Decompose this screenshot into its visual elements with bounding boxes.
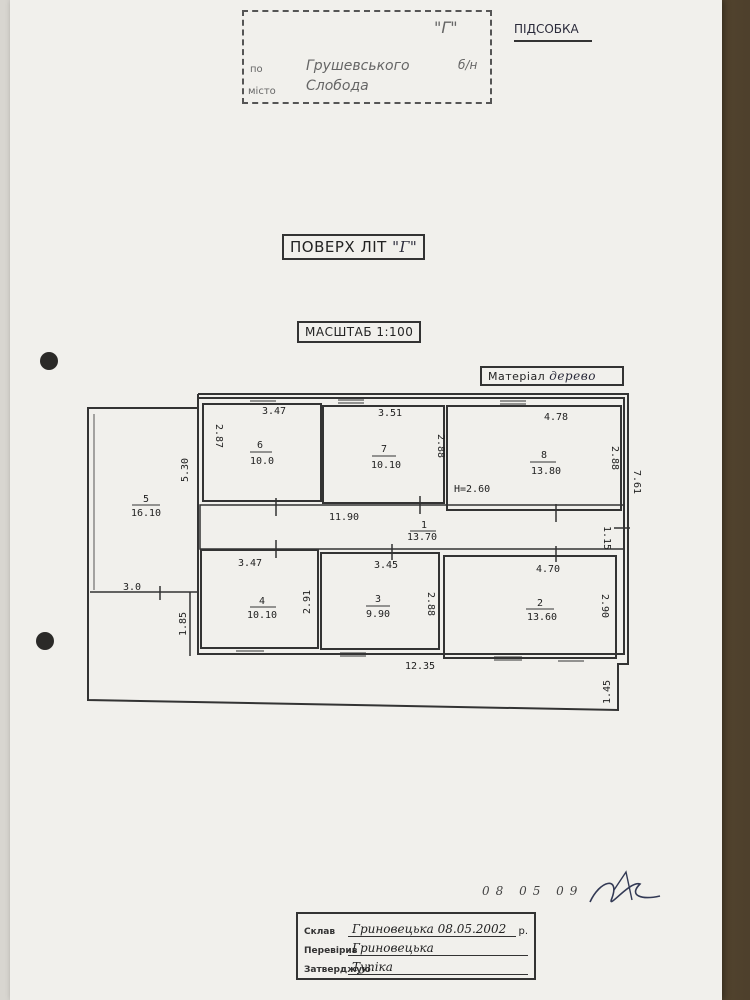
dim-corridor-length: 11.90 bbox=[329, 512, 359, 523]
punch-hole bbox=[40, 352, 58, 370]
dim-bot-mid: 3.45 bbox=[374, 560, 398, 571]
checked-label: Перевірив bbox=[304, 946, 358, 956]
ceiling-height: Н=2.60 bbox=[454, 484, 490, 495]
room-8-area: 13.80 bbox=[531, 466, 561, 477]
dim-bot-left: 3.47 bbox=[238, 558, 262, 569]
corridor-wall bbox=[199, 504, 625, 550]
dim-room7-height: 2.88 bbox=[435, 434, 446, 458]
room-4-number: 4 bbox=[259, 596, 265, 607]
material-stamp: Матеріал дерево bbox=[480, 366, 624, 386]
city-value: Слобода bbox=[306, 78, 369, 94]
room-1-number: 1 bbox=[421, 520, 427, 531]
approval-block: Склав Гриновецька 08.05.2002 р. Перевіри… bbox=[296, 912, 536, 980]
checked-value: Гриновецька bbox=[348, 941, 528, 956]
dim-bottom-total: 12.35 bbox=[405, 661, 435, 672]
room-3-number: 3 bbox=[375, 594, 381, 605]
room-2-wall bbox=[443, 555, 617, 659]
room-6-area: 10.0 bbox=[250, 456, 274, 467]
city-label: місто bbox=[248, 86, 276, 97]
scale-title: МАСШТАБ 1:100 bbox=[297, 321, 422, 343]
dim-bot-right: 4.70 bbox=[536, 564, 560, 575]
room-7-number: 7 bbox=[381, 444, 387, 455]
room-2-area: 13.60 bbox=[527, 612, 557, 623]
room-3-wall bbox=[320, 552, 440, 650]
room-4-area: 10.10 bbox=[247, 610, 277, 621]
room-5-area: 16.10 bbox=[131, 508, 161, 519]
compiled-label: Склав bbox=[304, 927, 336, 937]
room-7-area: 10.10 bbox=[371, 460, 401, 471]
document-page bbox=[10, 0, 722, 1000]
outer-wall bbox=[87, 393, 629, 712]
floor-letter: "Г" bbox=[392, 238, 418, 256]
dim-right-total: 7.61 bbox=[631, 470, 642, 494]
approved-value: Тупіка bbox=[348, 960, 528, 975]
address-stamp: "Г" по Грушевського б/н місто Слобода bbox=[242, 10, 492, 104]
room-4-wall bbox=[200, 549, 319, 649]
checked-row: Перевірив Гриновецька bbox=[304, 937, 528, 956]
dim-left-bottom: 1.85 bbox=[178, 612, 189, 636]
year-suffix: р. bbox=[518, 926, 528, 937]
room-7-wall bbox=[322, 405, 445, 504]
dim-left-top: 5.30 bbox=[180, 458, 191, 482]
floor-title-text: ПОВЕРХ ЛІТ bbox=[290, 238, 387, 256]
floor-title: ПОВЕРХ ЛІТ "Г" bbox=[282, 234, 426, 260]
dim-room5-door: 3.0 bbox=[123, 582, 141, 593]
signature-date: 08 05 09 bbox=[482, 884, 584, 898]
street-value: Грушевського bbox=[306, 58, 410, 74]
dim-corridor-width: 1.15 bbox=[601, 526, 612, 550]
room-labels: 6 10.0 7 10.10 8 13.80 1 13.70 4 10.10 3… bbox=[131, 440, 561, 623]
dim-top-mid: 3.51 bbox=[378, 408, 402, 419]
room-1-area: 13.70 bbox=[407, 532, 437, 543]
dim-room8-height: 2.88 bbox=[609, 446, 620, 470]
compiled-row: Склав Гриновецька 08.05.2002 р. bbox=[304, 918, 528, 937]
approved-row: Затверджую Тупіка bbox=[304, 956, 528, 975]
street-label: по bbox=[250, 64, 263, 75]
material-value: дерево bbox=[549, 369, 596, 383]
dim-room6-height: 2.87 bbox=[213, 424, 224, 448]
room-8-wall bbox=[446, 405, 622, 511]
dim-top-left: 3.47 bbox=[262, 406, 286, 417]
room-2-number: 2 bbox=[537, 598, 543, 609]
house-number: б/н bbox=[458, 58, 478, 72]
material-label: Матеріал bbox=[488, 370, 546, 383]
dim-top-right: 4.78 bbox=[544, 412, 568, 423]
room-6-number: 6 bbox=[257, 440, 263, 451]
dim-right-bottom: 1.45 bbox=[602, 680, 613, 704]
building-type: ПІДСОБКА bbox=[514, 22, 592, 42]
dimension-labels: 3.47 3.51 4.78 2.87 2.88 2.88 7.61 5.30 … bbox=[123, 406, 642, 704]
room-5-number: 5 bbox=[143, 494, 149, 505]
windows bbox=[236, 397, 584, 662]
punch-hole bbox=[36, 632, 54, 650]
room-3-area: 9.90 bbox=[366, 609, 390, 620]
door-marks bbox=[275, 496, 630, 562]
compiled-value: Гриновецька 08.05.2002 bbox=[348, 922, 517, 937]
room-6-wall bbox=[202, 403, 322, 502]
stamp-letter: "Г" bbox=[434, 18, 458, 37]
dim-room2-height: 2.90 bbox=[599, 594, 610, 618]
approved-label: Затверджую bbox=[304, 965, 371, 975]
dim-room4-height: 2.91 bbox=[302, 590, 313, 614]
dim-room3-height: 2.88 bbox=[425, 592, 436, 616]
room-8-number: 8 bbox=[541, 450, 547, 461]
